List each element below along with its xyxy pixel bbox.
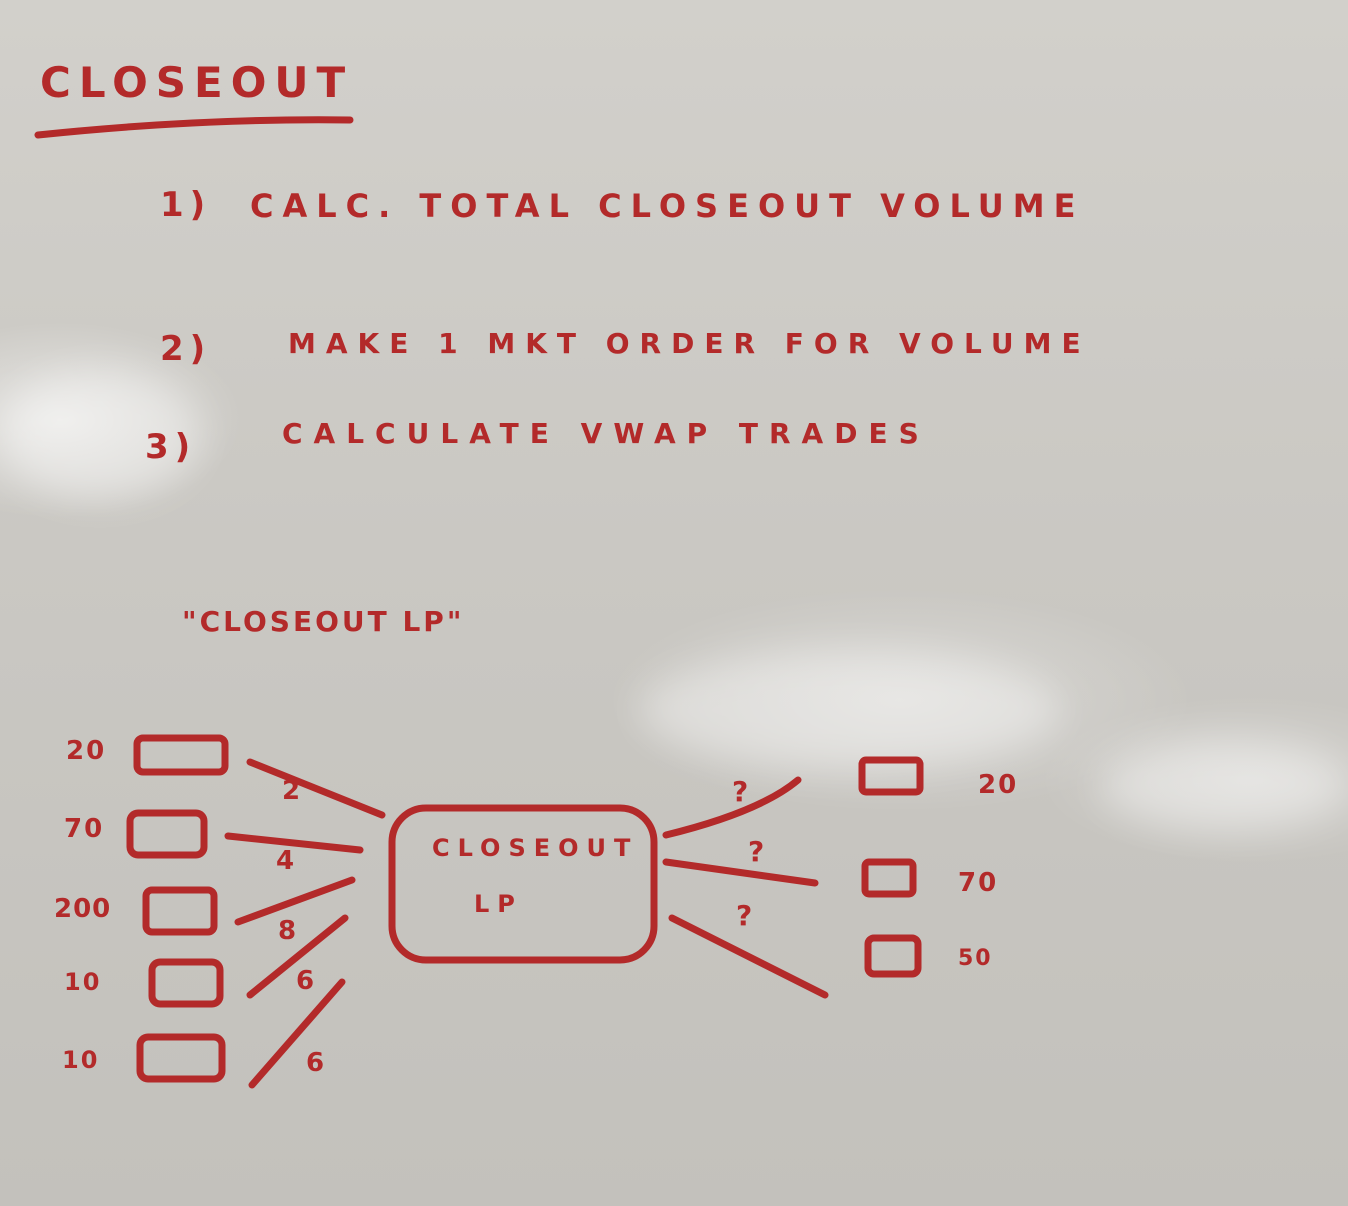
diagram-caption: "CLOSEOUT LP" [182,605,465,638]
step-1-text: CALC. TOTAL CLOSEOUT VOLUME [250,187,1085,225]
center-box-label-line-2: LP [474,890,523,918]
left-box-1 [133,734,229,776]
left-link-label-5: 6 [306,1048,331,1078]
glare-right [1100,740,1348,830]
left-volume-2: 70 [64,814,105,844]
step-2-text: MAKE 1 MKT ORDER FOR VOLUME [288,327,1091,360]
right-volume-2: 70 [958,868,999,898]
left-box-5 [136,1033,226,1083]
heading-underline [34,116,354,139]
right-link-label-2: ? [748,835,771,868]
right-volume-3: 50 [958,946,993,971]
right-box-1 [858,756,924,796]
step-3-number: 3) [145,427,197,467]
right-box-3 [864,934,922,978]
glare-center [640,650,1060,770]
left-link-label-2: 4 [276,846,301,876]
center-box [388,804,658,964]
left-link-2 [224,832,364,854]
left-link-label-4: 6 [296,966,321,996]
right-link-3 [668,914,829,999]
left-link-1 [246,758,386,819]
right-link-2 [662,858,819,887]
left-volume-4: 10 [64,968,102,996]
step-1-number: 1) [160,185,212,225]
heading: CLOSEOUT [40,58,354,107]
right-link-1 [662,776,802,839]
left-box-4 [148,958,224,1008]
right-link-label-3: ? [736,899,759,932]
right-link-label-1: ? [732,775,755,808]
left-link-label-1: 2 [282,776,307,806]
left-link-4 [246,914,349,999]
left-box-2 [126,809,208,859]
center-box-label-line-1: CLOSEOUT [432,834,639,862]
step-2-number: 2) [160,329,212,369]
step-3-text: CALCULATE VWAP TRADES [282,417,930,450]
left-volume-1: 20 [66,736,107,766]
left-link-label-3: 8 [278,916,303,946]
right-volume-1: 20 [978,770,1019,800]
left-box-3 [142,886,218,936]
glare-left [0,370,200,500]
left-volume-5: 10 [62,1046,100,1074]
left-link-5 [248,978,346,1089]
left-volume-3: 200 [54,894,112,924]
right-box-2 [861,858,917,898]
left-link-3 [234,876,356,926]
